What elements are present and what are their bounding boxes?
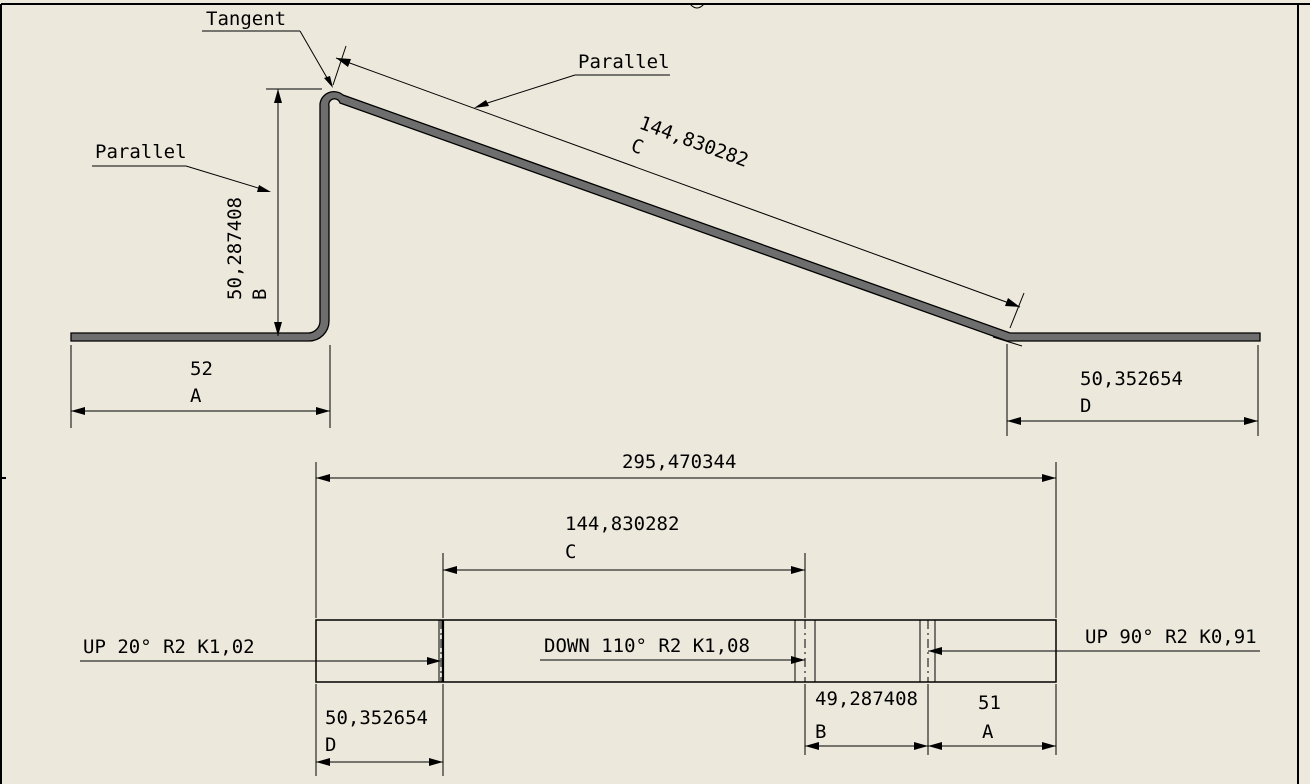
dim-d-flat-letter: D (325, 734, 336, 756)
side-view: Tangent 144,830282 C Parallel Par (70, 8, 1261, 436)
tangent-note: Tangent (206, 8, 286, 30)
dimension-a-flat: 51 A (928, 684, 1057, 755)
dimension-c-flat: 144,830282 C (442, 513, 806, 618)
parallel-callout-left: Parallel (92, 141, 271, 192)
dim-b-flat-value: 49,287408 (815, 688, 918, 710)
dimension-b-flat: 49,287408 B (804, 684, 929, 755)
bend-note-middle: DOWN 110° R2 K1,08 (544, 635, 750, 657)
dimension-d-side: 50,352654 D (992, 336, 1259, 436)
bend-note-left-callout: UP 20° R2 K1,02 (80, 636, 441, 665)
dim-d-flat-value: 50,352654 (325, 707, 428, 729)
dim-c-side-value: 144,830282 (636, 112, 751, 172)
view-label-mark (689, 3, 705, 9)
dim-a-flat-value: 51 (978, 692, 1001, 714)
dim-d-side-letter: D (1080, 395, 1091, 417)
dim-d-side-value: 50,352654 (1080, 368, 1183, 390)
dim-a-side-value: 52 (190, 358, 213, 380)
dim-a-flat-letter: A (982, 721, 994, 743)
dimension-c-side: 144,830282 C (332, 45, 1025, 329)
parallel-callout-top: Parallel (474, 51, 670, 108)
bend-zone-middle (794, 620, 816, 682)
bend-note-middle-callout: DOWN 110° R2 K1,08 (540, 635, 805, 664)
flat-pattern-view: 295,470344 144,830282 C (80, 451, 1260, 776)
parallel-note-top: Parallel (578, 51, 670, 73)
bend-note-right: UP 90° R2 K0,91 (1085, 626, 1257, 648)
dim-overall-value: 295,470344 (622, 451, 736, 473)
dim-c-flat-value: 144,830282 (565, 513, 679, 535)
parallel-note-left: Parallel (95, 141, 187, 163)
dim-b-side-letter: B (249, 289, 271, 300)
dim-c-flat-letter: C (565, 541, 576, 563)
dim-b-side-value: 50,287408 (224, 197, 246, 300)
dim-a-side-letter: A (190, 385, 202, 407)
dimension-a-side: 52 A (70, 345, 331, 428)
dimension-b-side: 50,287408 B (224, 88, 322, 336)
dimension-overall: 295,470344 (315, 451, 1057, 618)
dim-b-flat-letter: B (815, 721, 826, 743)
bend-zone-left (438, 620, 445, 682)
sheet-border (0, 3, 1310, 784)
dimension-d-flat: 50,352654 D (315, 684, 444, 776)
tangent-callout: Tangent (202, 8, 333, 88)
bend-note-right-callout: UP 90° R2 K0,91 (928, 626, 1260, 655)
dim-c-side-letter: C (628, 135, 646, 160)
bend-note-left: UP 20° R2 K1,02 (83, 636, 255, 658)
